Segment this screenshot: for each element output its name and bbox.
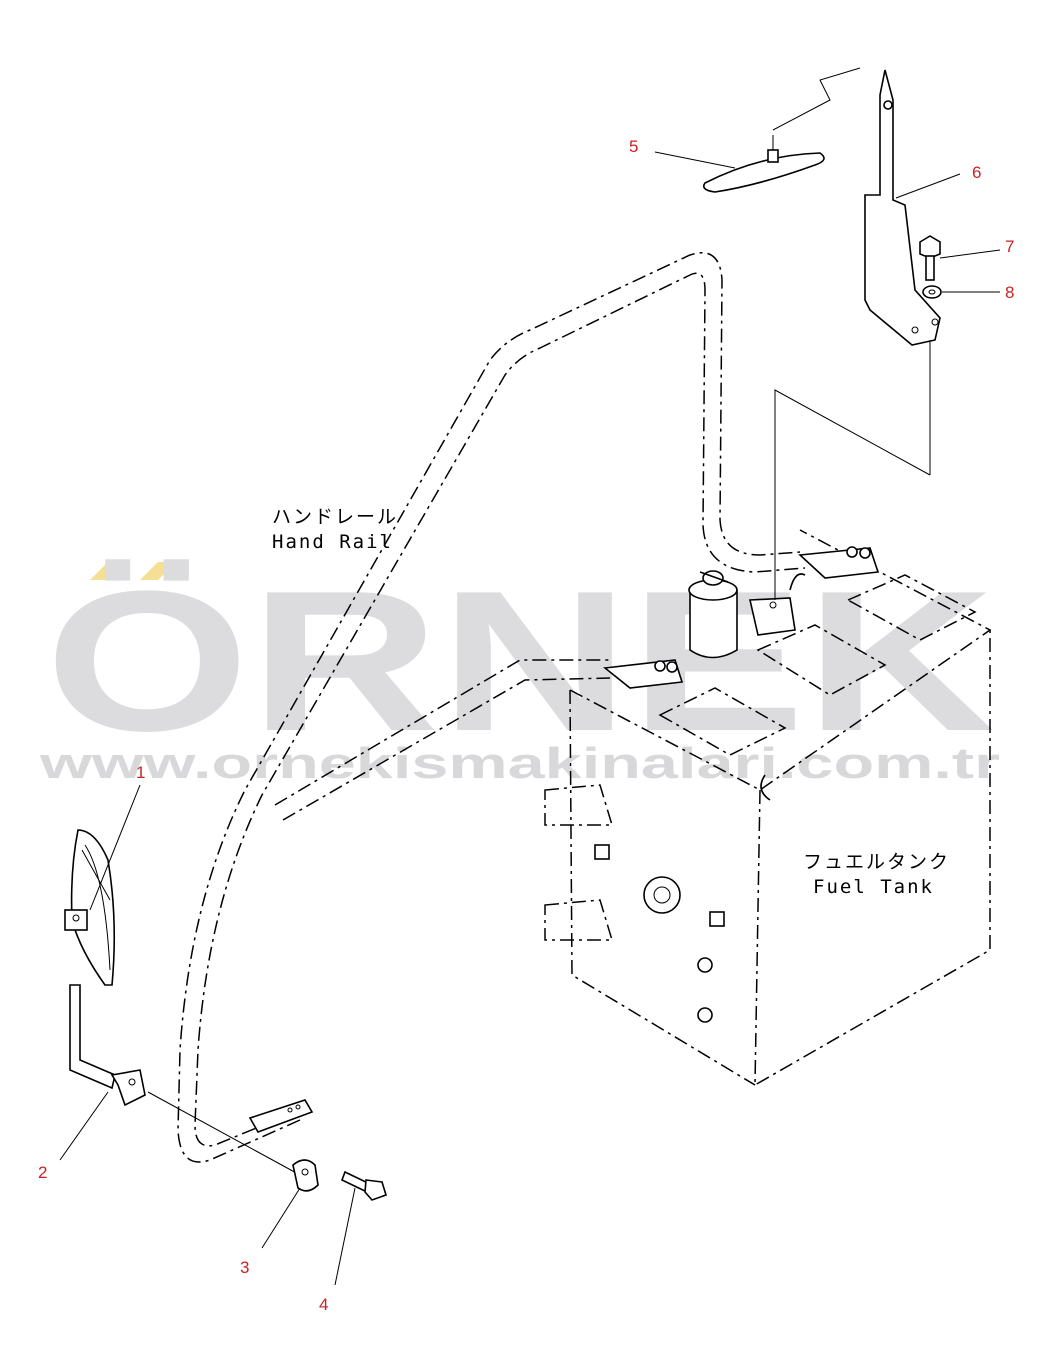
part-bracket <box>774 69 941 600</box>
leader-lines <box>59 151 1001 1286</box>
callout-7: 7 <box>1005 237 1014 256</box>
hand-rail <box>177 252 806 1163</box>
part-clamp <box>292 1159 319 1192</box>
part-lamp <box>702 67 861 193</box>
part-mirror <box>64 829 116 986</box>
text-labels: ハンドレール Hand Rail フュエルタンク Fuel Tank <box>272 506 950 898</box>
part-washer <box>922 285 942 299</box>
part-bolt-7 <box>919 235 941 281</box>
callout-3: 3 <box>240 1258 249 1277</box>
callout-6: 6 <box>972 163 981 182</box>
watermark: ÖRNEK www.ornekismakinalari.com.tr <box>38 550 1000 788</box>
fuel-tank-label-jp: フュエルタンク <box>803 851 950 873</box>
callout-5: 5 <box>629 137 638 156</box>
watermark-accent-left <box>90 562 126 580</box>
callout-2: 2 <box>38 1163 47 1182</box>
hand-rail-label-jp: ハンドレール <box>272 506 398 528</box>
part-mirror-stay <box>69 984 301 1176</box>
fuel-tank-label-en: Fuel Tank <box>813 876 934 898</box>
callout-4: 4 <box>319 1295 328 1314</box>
filler-cap <box>688 570 738 659</box>
callout-numbers: 1 2 3 4 5 6 7 8 <box>38 137 1014 1314</box>
callout-1: 1 <box>136 763 145 782</box>
hand-rail-label-en: Hand Rail <box>272 531 393 553</box>
fuel-tank <box>544 529 992 1087</box>
callout-8: 8 <box>1005 283 1014 302</box>
watermark-accent-right <box>140 562 176 580</box>
watermark-url: www.ornekismakinalari.com.tr <box>38 739 1000 788</box>
part-bolt <box>340 1170 387 1201</box>
